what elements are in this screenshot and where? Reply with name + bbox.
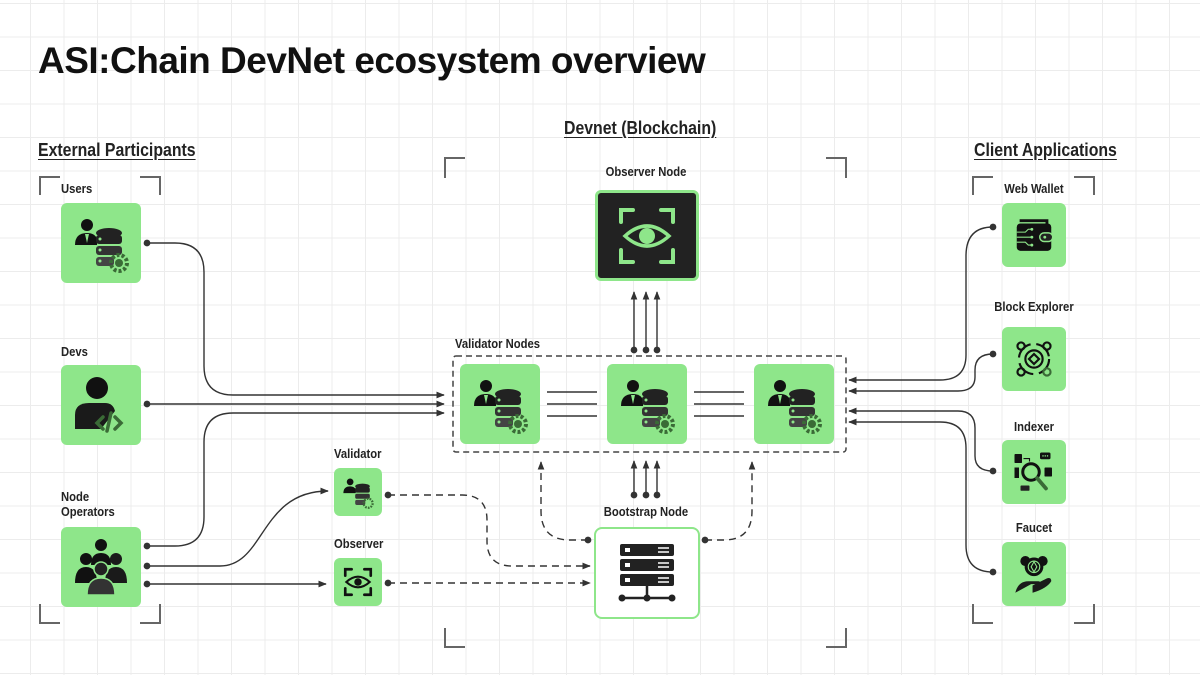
validator-nodes-label: Validator Nodes (455, 337, 541, 351)
validator-to-bootstrap-line (384, 491, 591, 570)
observer-role-label: Observer (334, 537, 384, 551)
operators-to-validators-line (143, 409, 445, 550)
search-data-icon (1014, 452, 1052, 491)
bootstrap-node-tile[interactable] (594, 527, 700, 619)
user-database-gear-icon (474, 380, 528, 434)
faucet-tile[interactable] (1002, 542, 1066, 606)
block-explorer-label: Block Explorer (994, 300, 1074, 314)
user-database-gear-icon (768, 380, 822, 434)
bootstrap-node-label: Bootstrap Node (603, 505, 689, 519)
developer-code-icon (75, 377, 124, 433)
network-orbit-icon (1016, 341, 1052, 377)
section-client-applications: Client Applications (974, 140, 1117, 160)
wallet-to-validators-line (848, 223, 997, 384)
validator-role-tile[interactable] (334, 468, 382, 516)
faucet-label: Faucet (1015, 521, 1053, 535)
users-tile[interactable] (61, 203, 141, 283)
user-database-gear-icon (621, 380, 675, 434)
hand-coin-icon (1015, 556, 1052, 593)
indexer-tile[interactable] (1002, 440, 1066, 504)
indexer-label: Indexer (1013, 420, 1055, 434)
indexer-to-validators-line (848, 407, 997, 475)
validator-2-3-links (694, 391, 744, 417)
block-explorer-tile[interactable] (1002, 327, 1066, 391)
validator-node-1[interactable] (460, 364, 540, 444)
validator-1-2-links (547, 391, 597, 417)
validator-role-label: Validator (334, 447, 382, 461)
eye-scan-icon (343, 567, 373, 597)
server-network-icon (618, 544, 676, 602)
explorer-to-validators-line (848, 350, 997, 395)
validator-group-border (452, 355, 847, 453)
section-external-participants: External Participants (38, 140, 196, 160)
page-title: ASI:Chain DevNet ecosystem overview (38, 40, 706, 81)
web-wallet-tile[interactable] (1002, 203, 1066, 267)
section-devnet: Devnet (Blockchain) (564, 118, 717, 138)
user-database-gear-icon (75, 219, 129, 273)
corner-brackets (39, 157, 1095, 648)
bootstrap-to-validator-right-line (701, 461, 756, 544)
users-to-validators-line (143, 239, 445, 399)
operators-to-validator-line (143, 487, 329, 570)
user-database-gear-icon (343, 478, 374, 509)
group-people-icon (75, 539, 127, 596)
bootstrap-to-validator-left-line (537, 461, 592, 544)
validator-node-3[interactable] (754, 364, 834, 444)
observer-node-tile[interactable] (595, 190, 699, 281)
observer-role-tile[interactable] (334, 558, 382, 606)
faucet-to-validators-line (848, 418, 997, 576)
wallet-circuit-icon (1016, 219, 1054, 251)
devs-tile[interactable] (61, 365, 141, 445)
eye-scan-icon (619, 207, 675, 264)
node-operators-label: Node Operators (61, 490, 115, 519)
users-label: Users (61, 182, 93, 196)
devs-label: Devs (61, 345, 88, 359)
observer-node-label: Observer Node (605, 165, 687, 179)
node-operators-tile[interactable] (61, 527, 141, 607)
web-wallet-label: Web Wallet (1004, 182, 1064, 196)
validator-node-2[interactable] (607, 364, 687, 444)
